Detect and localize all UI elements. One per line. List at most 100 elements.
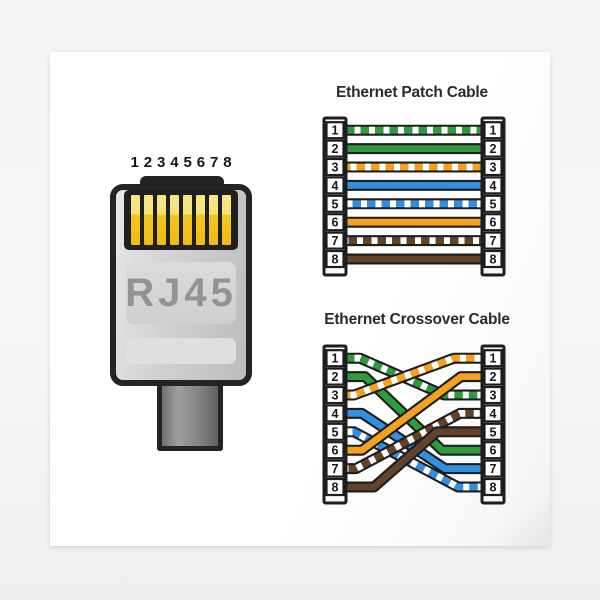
svg-text:8: 8 xyxy=(332,481,339,495)
pin-box-left-4: 4 xyxy=(325,176,345,195)
svg-text:4: 4 xyxy=(490,407,497,421)
svg-text:3: 3 xyxy=(490,389,497,403)
pin-number-8: 8 xyxy=(223,154,232,171)
pin-box-left-7: 7 xyxy=(325,231,345,250)
pin-box-left-5: 5 xyxy=(325,422,345,441)
pin-box-left-3: 3 xyxy=(325,157,345,177)
pin-box-left-6: 6 xyxy=(325,441,345,460)
patch-wires xyxy=(343,124,485,265)
svg-text:6: 6 xyxy=(490,444,497,458)
patch-cable-diagram: 1 2 3 4 5 6 7 8 1 2 3 4 5 6 7 8 xyxy=(322,116,506,277)
pin-box-right-3: 3 xyxy=(483,157,503,177)
gold-pin-6 xyxy=(196,195,205,245)
pin-box-left-3: 3 xyxy=(325,385,345,405)
pin-box-right-4: 4 xyxy=(483,404,503,423)
svg-text:3: 3 xyxy=(332,389,339,403)
pin-box-left-4: 4 xyxy=(325,404,345,423)
gold-pin-2 xyxy=(144,195,153,245)
rj45-connector-body: RJ45 xyxy=(110,184,252,386)
pin-box-right-6: 6 xyxy=(483,213,503,232)
svg-text:8: 8 xyxy=(332,253,339,267)
svg-text:2: 2 xyxy=(490,142,497,156)
svg-text:1: 1 xyxy=(332,352,339,366)
crossover-cable-diagram: 1 2 3 4 5 6 7 8 1 2 3 4 5 6 7 8 xyxy=(322,344,506,505)
pin-box-right-3: 3 xyxy=(483,385,503,405)
pin-number-6: 6 xyxy=(196,154,206,171)
pin-box-right-2: 2 xyxy=(483,139,503,158)
pin-box-right-4: 4 xyxy=(483,176,503,195)
pin-box-right-8: 8 xyxy=(483,249,503,269)
pin-box-left-8: 8 xyxy=(325,249,345,269)
wire-brown-pin8-to-pin5 xyxy=(343,426,485,493)
pin-box-left-2: 2 xyxy=(325,367,345,386)
gold-pin-3 xyxy=(157,195,166,245)
wire-orange-white-pin3-to-pin1 xyxy=(343,352,485,401)
svg-text:5: 5 xyxy=(490,197,497,211)
pin-number-4: 4 xyxy=(170,154,179,171)
pin-number-3: 3 xyxy=(156,154,166,171)
svg-text:2: 2 xyxy=(332,370,339,384)
svg-text:5: 5 xyxy=(490,425,497,439)
pin-box-right-5: 5 xyxy=(483,194,503,213)
pin-box-left-5: 5 xyxy=(325,194,345,213)
svg-text:2: 2 xyxy=(490,370,497,384)
svg-text:4: 4 xyxy=(332,407,339,421)
svg-text:1: 1 xyxy=(490,352,497,366)
svg-text:6: 6 xyxy=(490,216,497,230)
svg-text:7: 7 xyxy=(490,234,497,248)
svg-text:3: 3 xyxy=(332,161,339,175)
svg-text:2: 2 xyxy=(332,142,339,156)
gold-pin-4 xyxy=(170,195,179,245)
gold-pin-1 xyxy=(131,195,140,245)
svg-text:4: 4 xyxy=(490,179,497,193)
gold-pin-8 xyxy=(222,195,231,245)
connector-strip-right: 1 2 3 4 5 6 7 8 xyxy=(480,344,506,505)
rj45-label-panel: RJ45 xyxy=(125,262,237,324)
crossover-cable-title: Ethernet Crossover Cable xyxy=(324,311,510,328)
gold-pin-5 xyxy=(183,195,192,245)
patch-cable-title: Ethernet Patch Cable xyxy=(336,84,488,101)
crossover-wires xyxy=(343,352,485,493)
svg-text:1: 1 xyxy=(490,124,497,138)
pin-box-left-1: 1 xyxy=(325,349,345,368)
pin-box-right-7: 7 xyxy=(483,459,503,478)
cable-stem xyxy=(157,380,223,451)
rj45-pin-window xyxy=(124,190,238,250)
svg-text:8: 8 xyxy=(490,481,497,495)
wire-brown-white-pin7-to-pin4 xyxy=(343,407,485,475)
svg-text:7: 7 xyxy=(490,462,497,476)
rj45-label: RJ45 xyxy=(125,270,237,315)
rj45-lower-panel xyxy=(126,338,236,364)
pin-number-5: 5 xyxy=(183,154,192,171)
svg-text:6: 6 xyxy=(332,216,339,230)
pin-box-left-7: 7 xyxy=(325,459,345,478)
svg-text:4: 4 xyxy=(332,179,339,193)
wire-orange-pin6-to-pin2 xyxy=(343,371,485,456)
connector-strip-left: 1 2 3 4 5 6 7 8 xyxy=(322,116,348,277)
pin-box-right-6: 6 xyxy=(483,441,503,460)
pin-box-right-2: 2 xyxy=(483,367,503,386)
svg-text:8: 8 xyxy=(490,253,497,267)
pin-box-left-8: 8 xyxy=(325,477,345,497)
pin-number-1: 1 xyxy=(130,154,139,171)
pin-box-right-5: 5 xyxy=(483,422,503,441)
pin-box-left-6: 6 xyxy=(325,213,345,232)
connector-strip-left: 1 2 3 4 5 6 7 8 xyxy=(322,344,348,505)
pin-number-2: 2 xyxy=(143,154,153,171)
pin-box-left-1: 1 xyxy=(325,121,345,140)
pin-number-7: 7 xyxy=(209,154,219,171)
svg-text:6: 6 xyxy=(332,444,339,458)
svg-text:5: 5 xyxy=(332,425,339,439)
svg-text:7: 7 xyxy=(332,234,339,248)
svg-text:3: 3 xyxy=(490,161,497,175)
svg-text:1: 1 xyxy=(332,124,339,138)
pin-box-left-2: 2 xyxy=(325,139,345,158)
pin-box-right-1: 1 xyxy=(483,349,503,368)
svg-text:7: 7 xyxy=(332,462,339,476)
gold-pin-7 xyxy=(209,195,218,245)
pin-box-right-7: 7 xyxy=(483,231,503,250)
svg-text:5: 5 xyxy=(332,197,339,211)
pin-box-right-1: 1 xyxy=(483,121,503,140)
